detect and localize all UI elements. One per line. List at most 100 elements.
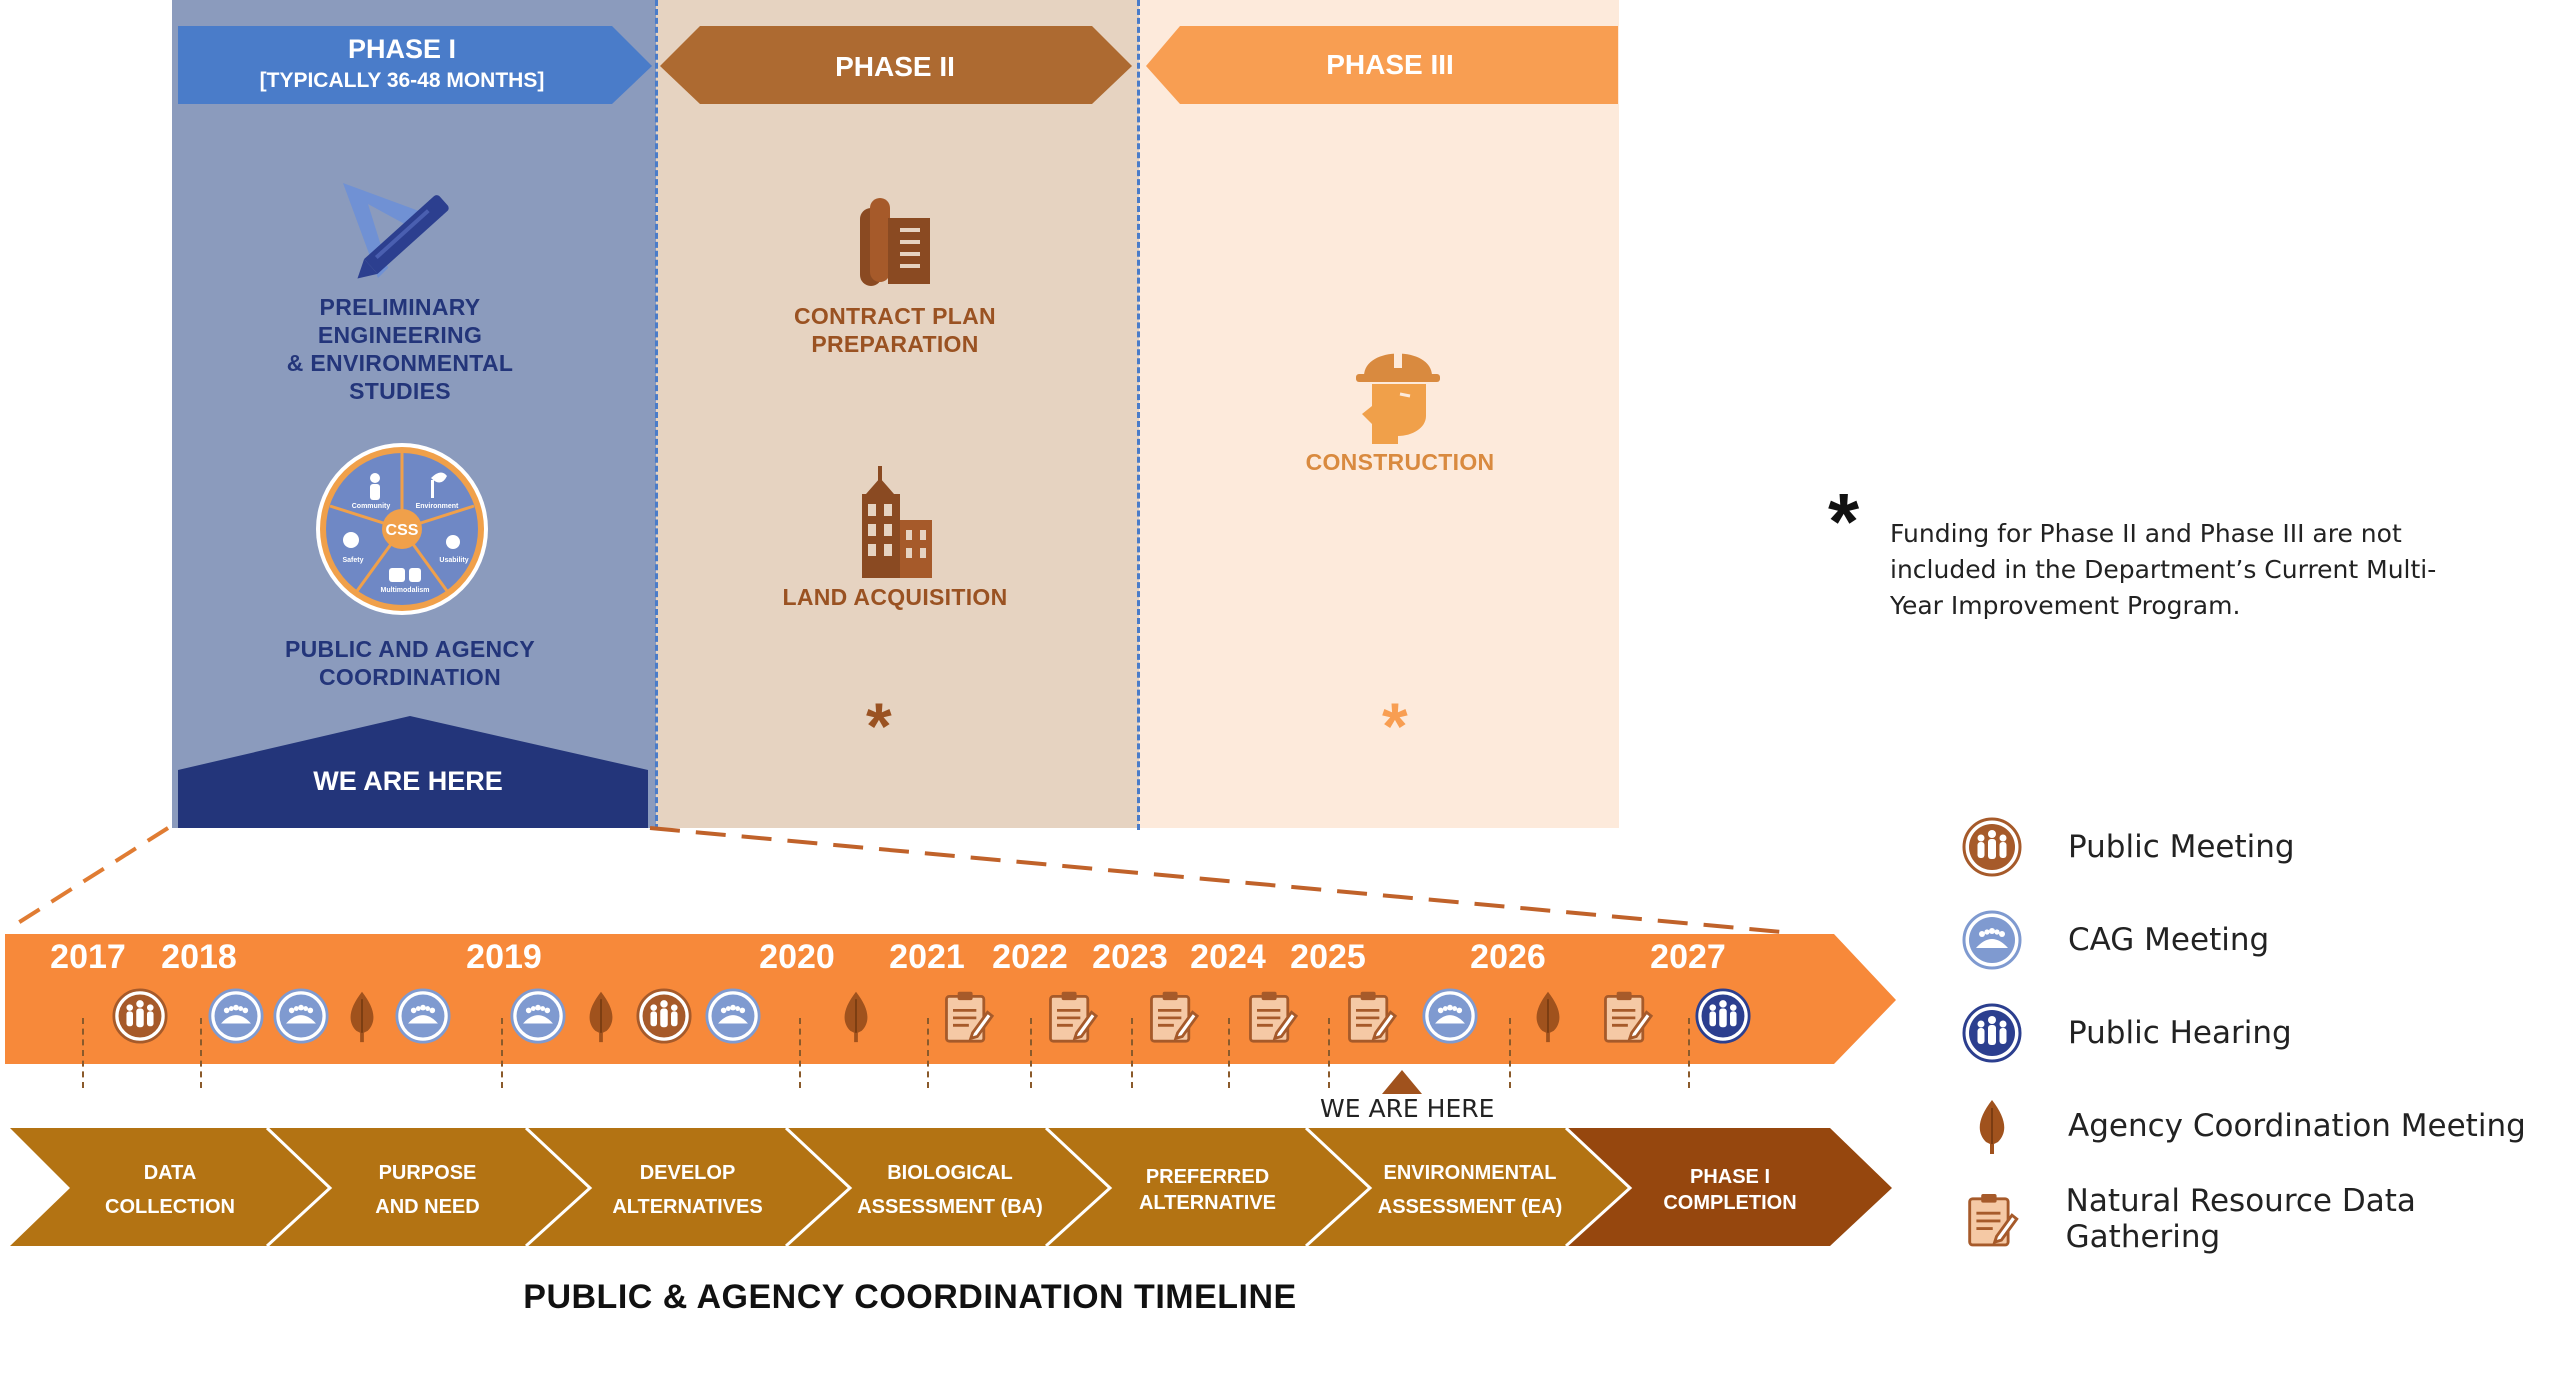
- stage-chevrons: [10, 1126, 1892, 1248]
- stage-biological-assessment: BIOLOGICAL ASSESSMENT (BA): [840, 1140, 1060, 1240]
- natural-resource-icon: [1043, 988, 1099, 1044]
- timeline-title: PUBLIC & AGENCY COORDINATION TIMELINE: [523, 1278, 1297, 1316]
- stage-5-line-2: ALTERNATIVE: [1138, 1192, 1277, 1214]
- stage-4-line-1: BIOLOGICAL: [887, 1162, 1013, 1184]
- stage-4-line-2: ASSESSMENT (BA): [857, 1196, 1043, 1218]
- stage-environmental-assessment: ENVIRONMENTAL ASSESSMENT (EA): [1360, 1140, 1580, 1240]
- stage-1-line-2: COLLECTION: [105, 1196, 235, 1218]
- coordination-line-1: PUBLIC AND AGENCY: [284, 636, 535, 662]
- year-2025: 2025: [1290, 938, 1366, 976]
- tick-2019: [501, 1018, 503, 1088]
- year-2027: 2027: [1650, 938, 1726, 976]
- building-icon: [862, 466, 932, 578]
- tick-2022: [1030, 1018, 1032, 1088]
- tick-2021: [927, 1018, 929, 1088]
- css-label-environment: Environment: [416, 503, 459, 510]
- tick-2026: [1509, 1018, 1511, 1088]
- year-2019: 2019: [466, 938, 542, 976]
- public-meeting-icon: [636, 988, 692, 1044]
- tick-2027: [1688, 1018, 1690, 1088]
- blueprint-icon: [860, 198, 930, 286]
- css-label-usability: Usability: [439, 557, 468, 564]
- contract-line-2: PREPARATION: [811, 331, 979, 357]
- agency-coordination-icon: [1962, 1096, 2022, 1156]
- year-2022: 2022: [992, 938, 1068, 976]
- stage-6-line-2: ASSESSMENT (EA): [1377, 1196, 1563, 1218]
- engineering-line-2: ENGINEERING: [317, 322, 483, 348]
- current-position-marker: [1382, 1070, 1422, 1094]
- cag-meeting-icon: [705, 988, 761, 1044]
- natural-resource-icon: [1144, 988, 1200, 1044]
- css-label-multimodalism: Multimodalism: [380, 587, 429, 594]
- contract-plan-label: CONTRACT PLAN PREPARATION: [750, 302, 1040, 358]
- phase-header-arrows: [178, 26, 1618, 104]
- phase3-title: PHASE III: [1326, 49, 1454, 80]
- tick-2018: [200, 1018, 202, 1088]
- stage-6-line-1: ENVIRONMENTAL: [1383, 1162, 1557, 1184]
- engineering-line-4: STUDIES: [349, 378, 451, 404]
- stage-phase-one-completion: PHASE I COMPLETION: [1630, 1140, 1830, 1240]
- css-label-safety: Safety: [342, 557, 363, 564]
- stage-7-line-2: COMPLETION: [1663, 1192, 1797, 1214]
- legend-label-natural-resource: Natural Resource Data Gathering: [2065, 1183, 2416, 1255]
- agency-coordination-icon: [334, 988, 390, 1044]
- phase3-asterisk: *: [1382, 689, 1408, 763]
- natural-resource-icon: [1962, 1189, 2020, 1249]
- we-are-here-banner: [178, 716, 648, 828]
- public-hearing-icon: [1695, 988, 1751, 1044]
- phase-divider-2: [1137, 0, 1140, 830]
- legend-label-agency-coordination: Agency Coordination Meeting: [2068, 1108, 2526, 1144]
- footnote-line-1: Funding for Phase II and Phase III are n…: [1890, 519, 2402, 548]
- natural-resource-icon: [1243, 988, 1299, 1044]
- year-2021: 2021: [889, 938, 965, 976]
- phase1-background: [172, 0, 656, 828]
- cag-meeting-icon: [273, 988, 329, 1044]
- legend-label-public-meeting: Public Meeting: [2068, 829, 2295, 865]
- cag-meeting-icon: [510, 988, 566, 1044]
- stage-7-line-1: PHASE I: [1689, 1166, 1771, 1188]
- cag-meeting-icon: [1422, 988, 1478, 1044]
- year-2018: 2018: [161, 938, 237, 976]
- phase2-asterisk: *: [866, 689, 892, 763]
- natural-resource-icon: [1342, 988, 1398, 1044]
- phase2-background: [656, 0, 1139, 828]
- tick-2025: [1328, 1018, 1330, 1088]
- we-are-here-label: WE ARE HERE: [313, 766, 503, 796]
- engineering-line-1: PRELIMINARY: [319, 294, 481, 320]
- stage-2-line-2: AND NEED: [375, 1196, 480, 1218]
- tick-2020: [799, 1018, 801, 1088]
- cag-meeting-icon: [395, 988, 451, 1044]
- year-2020: 2020: [759, 938, 835, 976]
- agency-coordination-icon: [573, 988, 629, 1044]
- legend-item-natural-resource: Natural Resource Data Gathering: [1962, 1183, 2560, 1255]
- timeline-we-are-here: WE ARE HERE: [1320, 1094, 1495, 1123]
- pencil-icon: [343, 183, 449, 279]
- stage-preferred-alternative: PREFERRED ALTERNATIVE: [1110, 1140, 1305, 1240]
- year-2023: 2023: [1092, 938, 1168, 976]
- legend-item-cag-meeting: CAG Meeting: [1962, 910, 2269, 970]
- tick-2017: [82, 1018, 84, 1088]
- stage-5-line-1: PREFERRED: [1145, 1166, 1270, 1188]
- phase2-title: PHASE II: [835, 51, 955, 82]
- public-meeting-icon: [112, 988, 168, 1044]
- css-label-community: Community: [352, 503, 391, 510]
- legend-item-agency-coordination: Agency Coordination Meeting: [1962, 1096, 2526, 1156]
- preliminary-engineering-label: PRELIMINARY ENGINEERING & ENVIRONMENTAL …: [230, 293, 570, 405]
- legend-label-cag-meeting: CAG Meeting: [2068, 922, 2270, 958]
- phase-divider-1: [655, 0, 658, 830]
- public-meeting-icon: [1962, 817, 2022, 877]
- agency-coordination-icon: [1520, 988, 1576, 1044]
- cag-meeting-icon: [1962, 910, 2022, 970]
- year-2017: 2017: [50, 938, 126, 976]
- year-2024: 2024: [1190, 938, 1266, 976]
- stage-3-line-2: ALTERNATIVES: [612, 1196, 763, 1218]
- css-center-text: CSS: [386, 522, 419, 539]
- footnote-line-2: included in the Department’s Current Mul…: [1890, 555, 2437, 584]
- public-hearing-icon: [1962, 1003, 2022, 1063]
- coordination-line-2: COORDINATION: [318, 664, 502, 690]
- natural-resource-icon: [1598, 988, 1654, 1044]
- construction-label: CONSTRUCTION: [1305, 449, 1495, 475]
- tick-2024: [1228, 1018, 1230, 1088]
